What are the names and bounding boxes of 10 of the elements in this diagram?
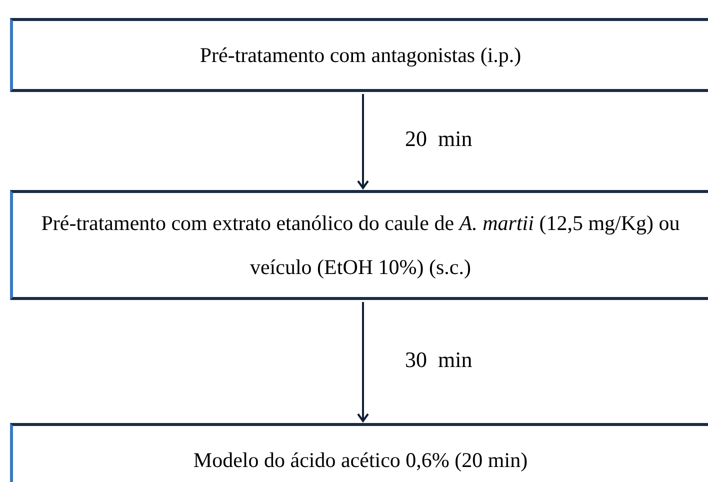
process-box xyxy=(10,423,708,482)
arrow xyxy=(357,94,369,189)
process-box xyxy=(10,190,708,300)
step-text: Pré-tratamento com extrato etanólico do caule de A. martii (12,5 mg/Kg) ou veículo (EtOH 10%) (s.c.) xyxy=(40,210,681,281)
step-text: Modelo do ácido acético 0,6% (20 min) xyxy=(193,446,528,474)
edge-label: 20 min xyxy=(405,128,472,150)
arrow xyxy=(357,302,369,422)
process-box xyxy=(10,18,708,92)
step-text: Pré-tratamento com antagonistas (i.p.) xyxy=(200,42,522,69)
edge-label: 30 min xyxy=(405,348,472,370)
